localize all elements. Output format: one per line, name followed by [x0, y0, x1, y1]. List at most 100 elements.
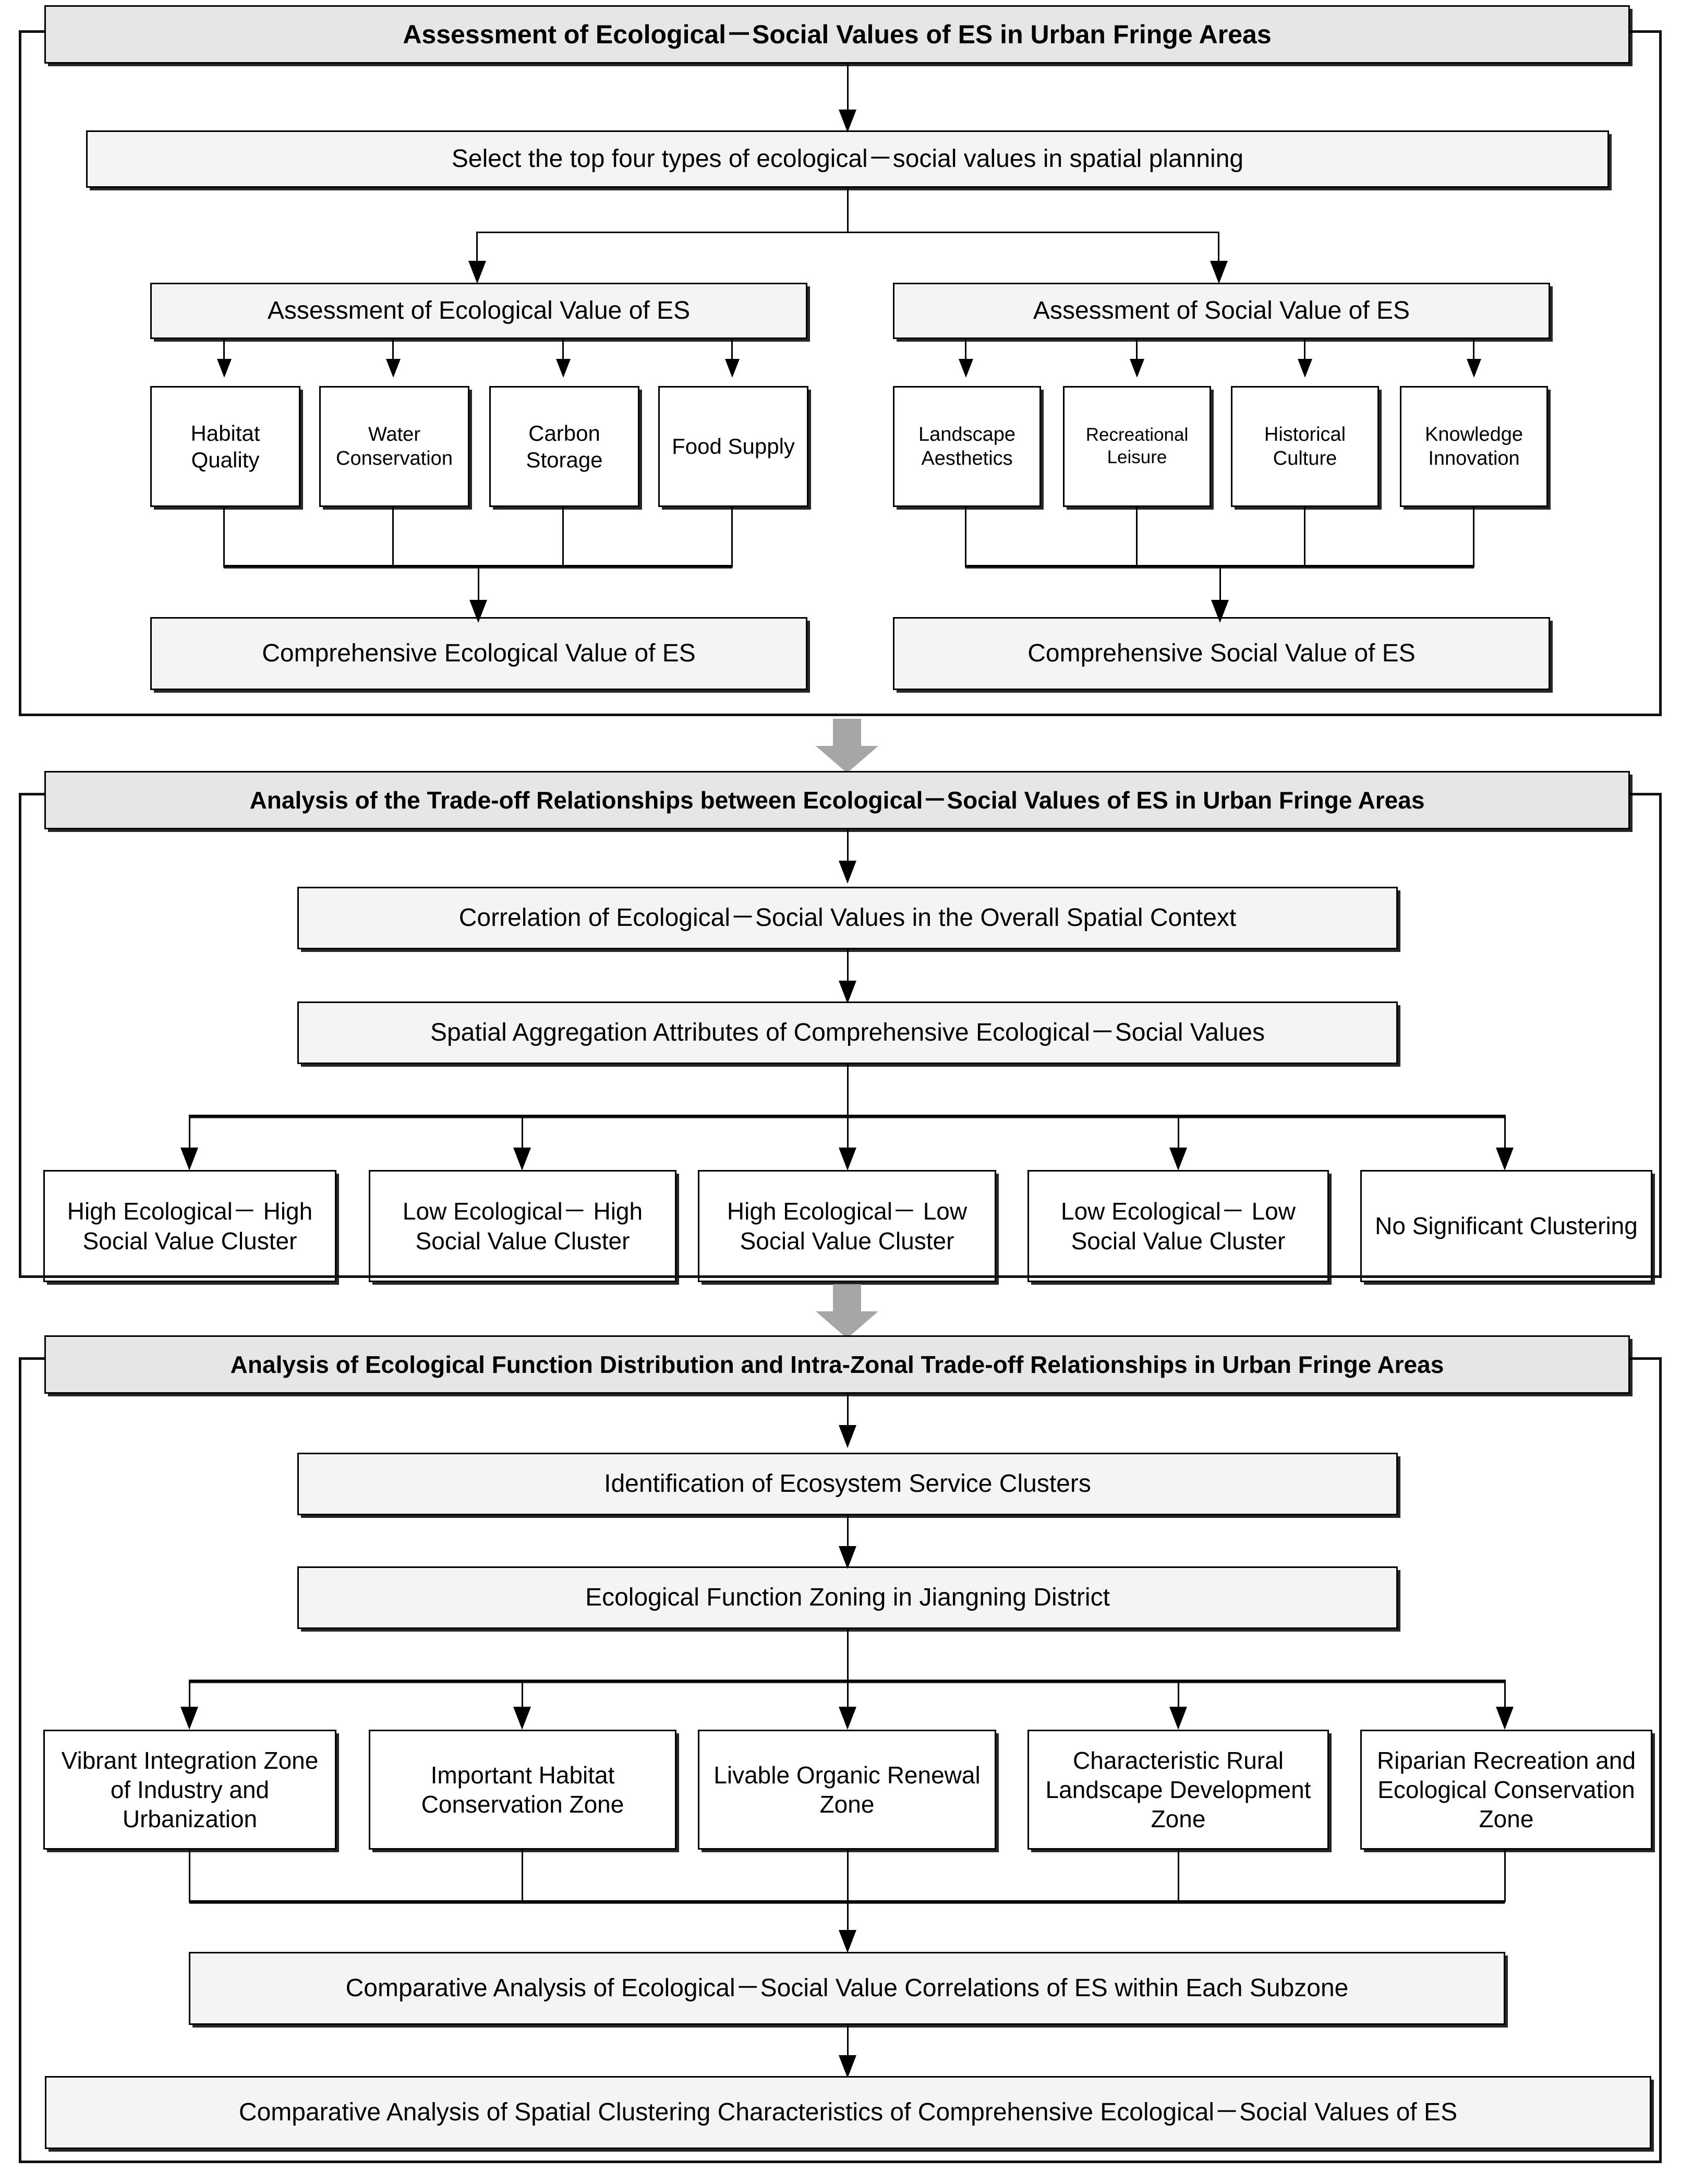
connector-s2-drop-4 — [1178, 1115, 1179, 1167]
section-1-right-result: Comprehensive Social Value of ES — [893, 617, 1550, 690]
connector-s2-header-to-step1 — [847, 829, 849, 877]
arrow-s2-cluster-2 — [513, 1148, 531, 1171]
section-1-left-leaf-1: Habitat Quality — [150, 386, 300, 507]
arrow-s1-left-result — [469, 600, 487, 623]
connector-s1-left-leaf-2 — [392, 339, 394, 369]
section-transition-arrow-2 — [816, 1284, 878, 1338]
arrow-s2-cluster-1 — [180, 1148, 198, 1171]
merge-s3-5 — [1504, 1850, 1506, 1902]
connector-s2-drop-1 — [189, 1115, 190, 1167]
section-2-step-1: Correlation of Ecological－Social Values … — [297, 887, 1398, 949]
connector-s2-drop-5 — [1504, 1115, 1506, 1167]
connector-s1-right-leaf-4 — [1473, 339, 1474, 369]
section-1-right-leaf-3: Historical Culture — [1231, 386, 1379, 507]
connector-s3-step1-to-step2 — [847, 1515, 849, 1563]
arrow-s2-cluster-3 — [839, 1148, 856, 1171]
connector-s1-to-left-branch — [476, 232, 478, 272]
merge-s1-right-4 — [1473, 507, 1474, 566]
section-1-header: Assessment of Ecological－Social Values o… — [44, 5, 1630, 64]
section-3-result-1: Comparative Analysis of Ecological－Socia… — [189, 1952, 1505, 2025]
merge-s1-left-down — [478, 565, 479, 609]
connector-s2-drop-3 — [847, 1115, 849, 1167]
connector-s3-drop-1 — [189, 1680, 190, 1727]
arrow-s3-zone-2 — [513, 1707, 531, 1730]
section-1-frame — [19, 30, 1662, 716]
merge-s1-left-2 — [392, 507, 394, 566]
section-1-step: Select the top four types of ecological－… — [86, 130, 1609, 188]
connector-s3-header-to-step1 — [847, 1394, 849, 1442]
section-3-step-1: Identification of Ecosystem Service Clus… — [297, 1453, 1398, 1515]
arrow-s1-right-leaf-4 — [1467, 359, 1481, 378]
connector-s2-drop-2 — [522, 1115, 523, 1167]
connector-s1-right-leaf-1 — [965, 339, 966, 369]
connector-s2-fanout-stem — [847, 1064, 849, 1116]
arrow-s1-left-leaf-2 — [386, 359, 401, 378]
arrow-s1-right-leaf-1 — [959, 359, 973, 378]
arrow-s3-to-result2 — [839, 2055, 856, 2078]
section-3-zone-4: Characteristic Rural Landscape Developme… — [1027, 1730, 1329, 1850]
arrow-s1-left-branch — [468, 261, 486, 284]
arrow-s3-header-to-step1 — [839, 1425, 856, 1448]
section-1-left-branch-title: Assessment of Ecological Value of ES — [150, 283, 807, 339]
arrow-s1-left-leaf-1 — [217, 359, 232, 378]
arrow-s3-step1-to-step2 — [839, 1546, 856, 1569]
connector-s3-drop-3 — [847, 1680, 849, 1727]
connector-s1-split-bar — [476, 232, 1219, 233]
section-3-result-2: Comparative Analysis of Spatial Clusteri… — [45, 2076, 1651, 2149]
connector-s1-step-down — [847, 188, 849, 233]
connector-s1-header-to-step — [847, 64, 849, 121]
section-transition-arrow-1 — [816, 719, 878, 773]
merge-s3-2 — [522, 1850, 523, 1902]
connector-s3-drop-5 — [1504, 1680, 1506, 1727]
section-2-cluster-1: High Ecological－ High Social Value Clust… — [43, 1170, 336, 1282]
section-3-zone-1: Vibrant Integration Zone of Industry and… — [43, 1730, 336, 1850]
connector-s1-left-leaf-4 — [731, 339, 733, 369]
merge-s1-right-3 — [1304, 507, 1305, 566]
section-2-cluster-2: Low Ecological－ High Social Value Cluste… — [369, 1170, 676, 1282]
section-2-cluster-4: Low Ecological－ Low Social Value Cluster — [1027, 1170, 1329, 1282]
arrow-s1-left-leaf-3 — [556, 359, 571, 378]
connector-s3-result1-to-result2 — [847, 2025, 849, 2072]
merge-s3-down — [847, 1900, 849, 1947]
arrow-s2-cluster-5 — [1496, 1148, 1514, 1171]
merge-s1-left-3 — [562, 507, 564, 566]
section-3-frame — [19, 1357, 1662, 2163]
arrow-s2-header-to-step1 — [839, 861, 856, 884]
merge-s1-right-2 — [1136, 507, 1138, 566]
merge-s1-right-down — [1219, 565, 1221, 609]
section-1-left-leaf-3: Carbon Storage — [489, 386, 639, 507]
connector-s2-step1-to-step2 — [847, 949, 849, 997]
merge-s1-left-1 — [223, 507, 225, 566]
section-3-zone-5: Riparian Recreation and Ecological Conse… — [1360, 1730, 1652, 1850]
section-3-zone-3: Livable Organic Renewal Zone — [698, 1730, 996, 1850]
arrow-s3-to-result1 — [839, 1930, 856, 1953]
section-3-step-2: Ecological Function Zoning in Jiangning … — [297, 1566, 1398, 1629]
arrow-s1-header-to-step — [839, 110, 856, 132]
arrow-s2-cluster-4 — [1169, 1148, 1187, 1171]
arrow-s3-zone-1 — [180, 1707, 198, 1730]
merge-s3-3 — [847, 1850, 849, 1902]
merge-s3-1 — [189, 1850, 190, 1902]
connector-s1-right-leaf-3 — [1304, 339, 1305, 369]
section-2-cluster-3: High Ecological－ Low Social Value Cluste… — [698, 1170, 996, 1282]
arrow-s3-zone-5 — [1496, 1707, 1514, 1730]
merge-s1-left-4 — [731, 507, 733, 566]
merge-s3-4 — [1178, 1850, 1179, 1902]
arrow-s1-right-leaf-3 — [1298, 359, 1312, 378]
connector-s1-left-leaf-3 — [562, 339, 564, 369]
section-1-left-leaf-2: Water Conservation — [319, 386, 469, 507]
arrow-s1-right-result — [1211, 600, 1229, 623]
arrow-s3-zone-4 — [1169, 1707, 1187, 1730]
connector-s3-drop-4 — [1178, 1680, 1179, 1727]
section-1-right-leaf-1: Landscape Aesthetics — [893, 386, 1041, 507]
section-1-right-branch-title: Assessment of Social Value of ES — [893, 283, 1550, 339]
section-3-zone-2: Important Habitat Conservation Zone — [369, 1730, 676, 1850]
section-3-header: Analysis of Ecological Function Distribu… — [44, 1335, 1630, 1394]
arrow-s3-zone-3 — [839, 1707, 856, 1730]
connector-s1-right-leaf-2 — [1136, 339, 1138, 369]
section-1-left-leaf-4: Food Supply — [658, 386, 808, 507]
arrow-s2-step1-to-step2 — [839, 981, 856, 1004]
section-2-header: Analysis of the Trade-off Relationships … — [44, 771, 1630, 829]
merge-s1-right-1 — [965, 507, 966, 566]
